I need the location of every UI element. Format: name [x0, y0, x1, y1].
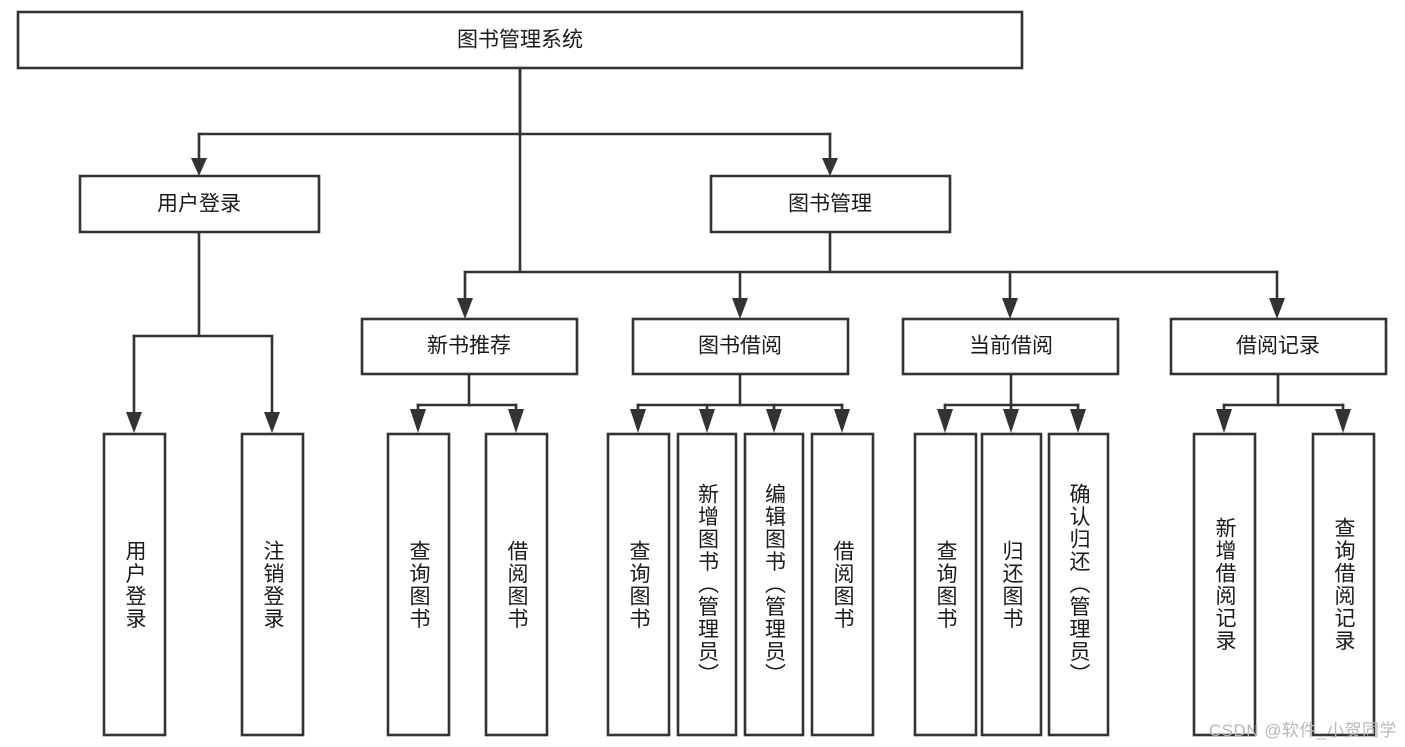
- node-book-borrow-label: 图书借阅: [698, 335, 782, 358]
- leaf-box-query-book-recommend[interactable]: [386, 432, 451, 737]
- connector-group-new-book: [410, 372, 524, 433]
- connector-group-book-borrow: [630, 372, 850, 433]
- connector-group-user-login: [126, 230, 280, 433]
- leaf-box-logout[interactable]: [240, 432, 305, 737]
- leaf-box-query-book-borrow[interactable]: [606, 432, 671, 737]
- arrow-head-leaf-edit-book: [766, 409, 782, 433]
- arrow-head-leaf-borrow-book-1: [508, 409, 524, 433]
- node-borrow-record-label: 借阅记录: [1236, 335, 1320, 358]
- arrow-head-leaf-logout: [264, 412, 280, 433]
- node-book-management[interactable]: [709, 174, 952, 234]
- leaf-box-query-book-current[interactable]: [913, 432, 978, 737]
- leaf-box-add-record[interactable]: [1192, 432, 1257, 737]
- arrow-head-leaf-borrow-book-2: [834, 409, 850, 433]
- node-book-borrow[interactable]: [631, 317, 850, 376]
- arrow-head-leaf-add-record: [1216, 409, 1232, 433]
- node-user-login[interactable]: [78, 174, 321, 234]
- connector-group-borrow-record: [1216, 372, 1351, 433]
- arrow-head-new-book: [457, 298, 473, 319]
- arrow-head-leaf-query-book-1: [410, 409, 426, 433]
- connector-group-current-borrow: [937, 372, 1086, 433]
- node-new-book-recommend-label: 新书推荐: [427, 335, 511, 358]
- arrow-head-leaf-confirm-return: [1070, 409, 1086, 433]
- connector-group-book-mgmt: [457, 230, 1285, 319]
- arrow-head-leaf-query-book-3: [937, 409, 953, 433]
- watermark-text: CSDN @软件_小贺同学: [1208, 721, 1397, 740]
- node-root[interactable]: [16, 10, 1024, 70]
- node-book-management-label: 图书管理: [788, 193, 872, 216]
- node-current-borrow-label: 当前借阅: [969, 335, 1053, 358]
- leaf-box-add-book[interactable]: [676, 432, 738, 737]
- leaf-box-borrow-book[interactable]: [810, 432, 875, 737]
- connector-group-root: [191, 66, 838, 274]
- arrow-head-current-borrow: [1002, 298, 1018, 319]
- node-borrow-record[interactable]: [1169, 317, 1388, 376]
- arrow-head-book-mgmt: [822, 158, 838, 176]
- arrow-head-leaf-query-record: [1335, 409, 1351, 433]
- node-user-login-label: 用户登录: [157, 193, 241, 216]
- arrow-head-leaf-query-book-2: [630, 409, 646, 433]
- leaf-box-return-book[interactable]: [980, 432, 1043, 737]
- node-root-label: 图书管理系统: [457, 29, 583, 52]
- leaf-box-user-login[interactable]: [102, 432, 167, 737]
- leaf-box-edit-book[interactable]: [743, 432, 805, 737]
- arrow-head-user-login: [191, 158, 207, 176]
- leaf-box-confirm-return[interactable]: [1047, 432, 1110, 737]
- node-current-borrow[interactable]: [901, 317, 1120, 376]
- arrow-head-book-borrow: [732, 298, 748, 319]
- arrow-head-borrow-record: [1269, 298, 1285, 319]
- arrow-head-leaf-add-book: [699, 409, 715, 433]
- leaf-box-query-record[interactable]: [1311, 432, 1376, 737]
- arrow-head-leaf-return-book: [1003, 409, 1019, 433]
- arrow-head-leaf-user-login: [126, 412, 142, 433]
- leaf-box-borrow-book-recommend[interactable]: [484, 432, 549, 737]
- node-new-book-recommend[interactable]: [360, 317, 579, 376]
